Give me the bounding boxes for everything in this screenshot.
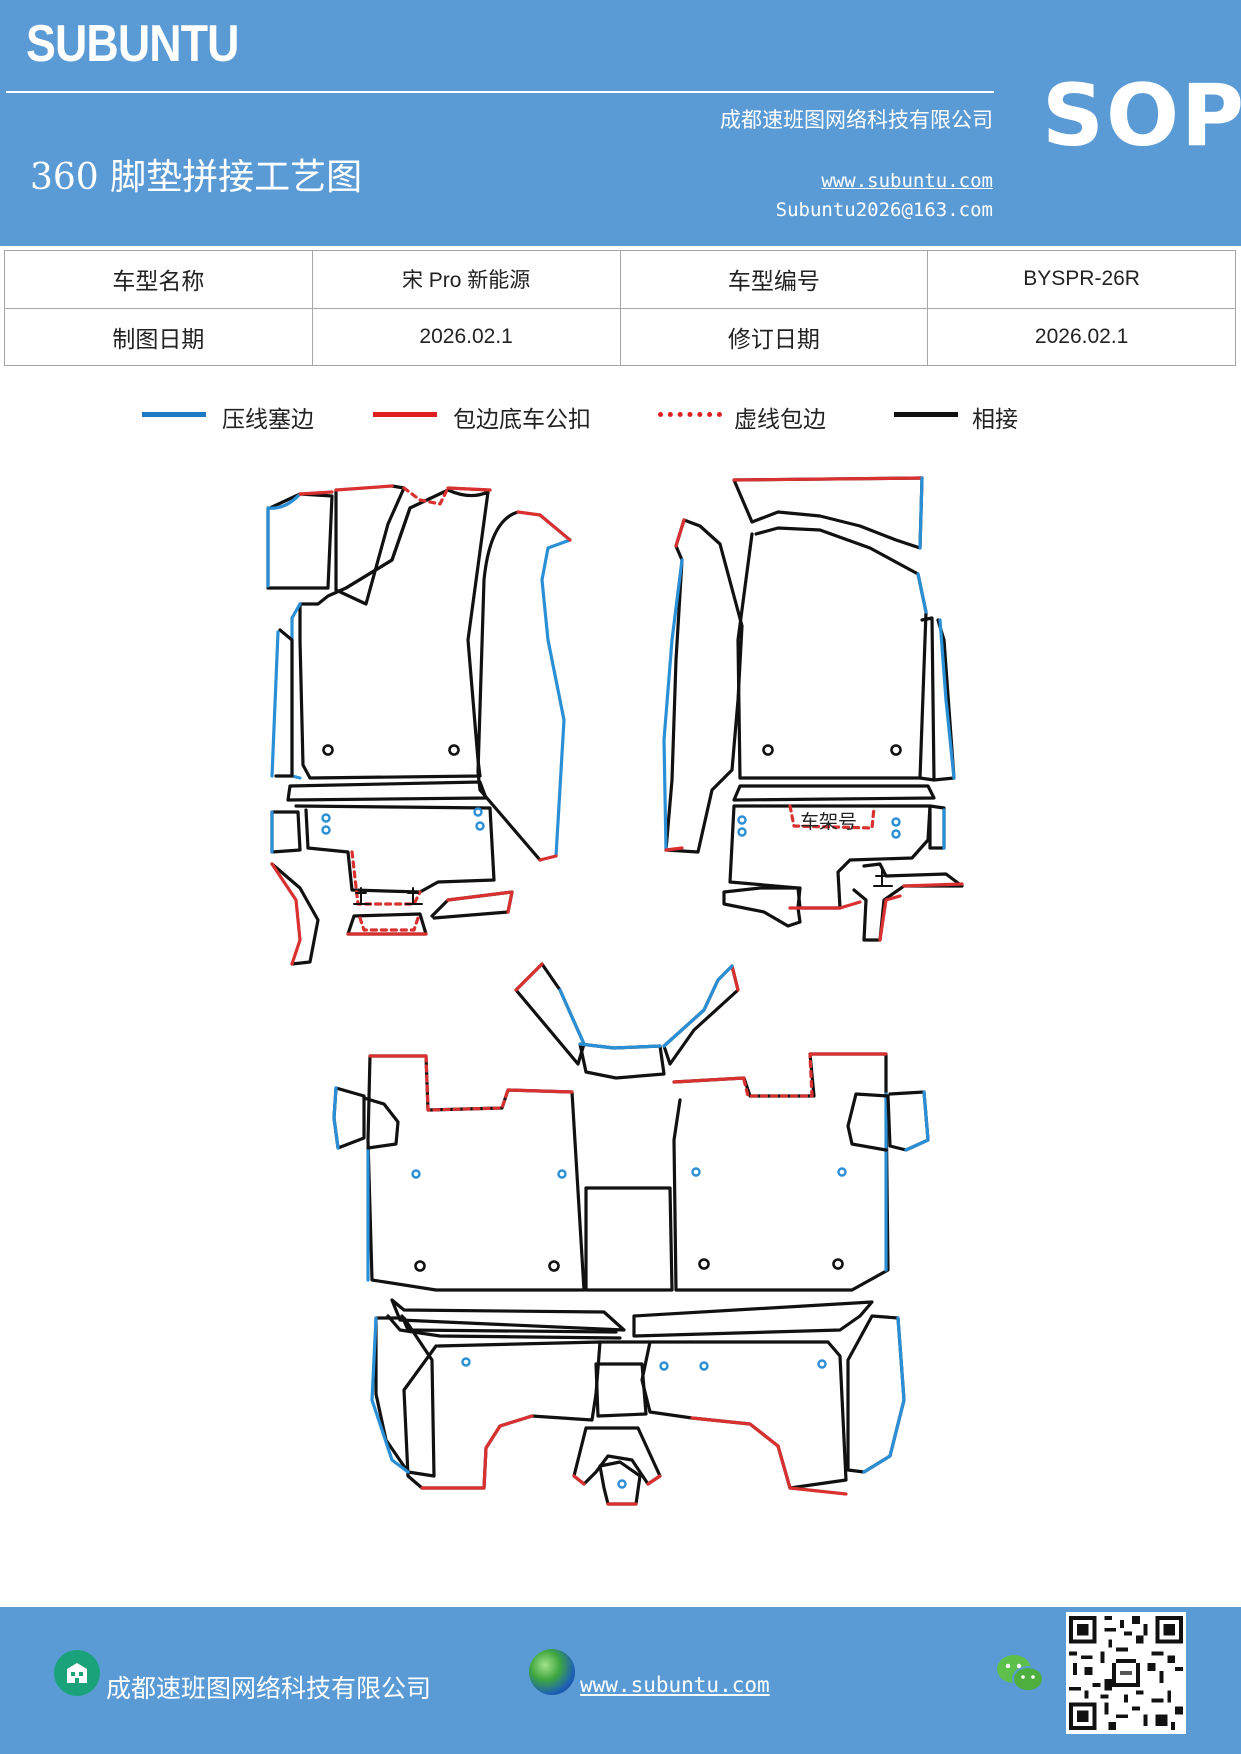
brand-logo: SUBUNTU xyxy=(26,15,239,73)
model-code-value: BYSPR-26R xyxy=(927,250,1236,309)
legend-label: 压线塞边 xyxy=(222,407,314,433)
legend-swatch xyxy=(894,412,958,417)
header-divider xyxy=(6,91,994,93)
legend-swatch xyxy=(658,412,722,417)
document-title: 360 脚垫拼接工艺图 xyxy=(30,157,363,198)
footer-website-link[interactable]: www.subuntu.com xyxy=(580,1673,770,1697)
header-banner: SUBUNTU SOP 360 脚垫拼接工艺图 成都速班图网络科技有限公司 ww… xyxy=(0,0,1241,246)
revision-date-value: 2026.02.1 xyxy=(927,307,1236,366)
frame-number-label: 车架号 xyxy=(800,811,857,833)
footer-company-name: 成都速班图网络科技有限公司 xyxy=(106,1674,432,1703)
globe-icon xyxy=(529,1649,575,1695)
line-legend: 压线塞边 包边底车公扣 虚线包边 相接 xyxy=(0,400,1241,440)
legend-label: 包边底车公扣 xyxy=(453,407,591,433)
building-icon xyxy=(54,1650,100,1696)
driver-side-mat-group xyxy=(266,484,572,966)
model-code-label: 车型编号 xyxy=(619,250,929,309)
wechat-icon[interactable] xyxy=(996,1653,1044,1699)
header-website-link[interactable]: www.subuntu.com xyxy=(821,170,993,192)
qr-code[interactable] xyxy=(1066,1612,1186,1734)
vehicle-info-table: 车型名称 宋 Pro 新能源 车型编号 BYSPR-26R 制图日期 2026.… xyxy=(4,250,1236,366)
header-email: Subuntu2026@163.com xyxy=(775,199,993,221)
sop-badge: SOP xyxy=(1042,66,1241,166)
footer-banner: 成都速班图网络科技有限公司 www.subuntu.com xyxy=(0,1607,1241,1754)
floor-mat-layout-drawing: 车架号 xyxy=(266,476,964,1506)
legend-label: 虚线包边 xyxy=(734,407,826,433)
table-row: 制图日期 2026.02.1 修订日期 2026.02.1 xyxy=(4,307,1236,366)
model-name-value: 宋 Pro 新能源 xyxy=(311,250,621,309)
table-row: 车型名称 宋 Pro 新能源 车型编号 BYSPR-26R xyxy=(4,250,1236,309)
model-name-label: 车型名称 xyxy=(4,250,313,309)
legend-swatch xyxy=(373,412,437,417)
rear-mat-group xyxy=(332,962,930,1506)
header-company-name: 成都速班图网络科技有限公司 xyxy=(720,108,993,132)
legend-label: 相接 xyxy=(972,407,1018,433)
drawing-date-label: 制图日期 xyxy=(4,307,313,366)
legend-swatch xyxy=(142,412,206,417)
passenger-side-mat-group xyxy=(662,476,964,942)
drawing-date-value: 2026.02.1 xyxy=(311,307,621,366)
revision-date-label: 修订日期 xyxy=(619,307,929,366)
